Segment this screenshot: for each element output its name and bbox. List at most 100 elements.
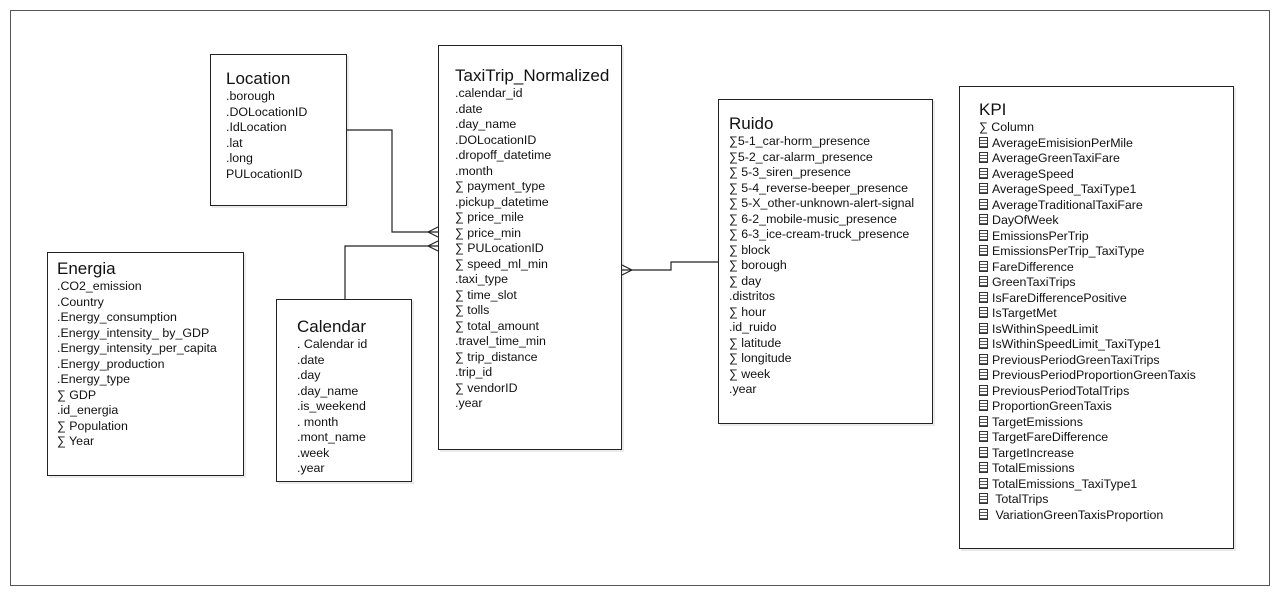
field-item[interactable]: TotalEmissions_TaxiType1 — [979, 477, 1233, 493]
field-item[interactable]: TargetIncrease — [979, 446, 1233, 462]
field-item[interactable]: .date — [455, 102, 621, 118]
field-item[interactable]: AverageGreenTaxiFare — [979, 151, 1233, 167]
field-item[interactable]: ∑ speed_ml_min — [455, 257, 621, 273]
field-item[interactable]: .taxi_type — [455, 272, 621, 288]
field-item[interactable]: ∑ total_amount — [455, 319, 621, 335]
field-item[interactable]: ∑ vendorID — [455, 381, 621, 397]
field-item[interactable]: IsWithinSpeedLimit — [979, 322, 1233, 338]
field-item[interactable]: IsTargetMet — [979, 306, 1233, 322]
field-item[interactable]: ∑ day — [729, 274, 932, 290]
field-item[interactable]: .is_weekend — [297, 399, 411, 415]
field-item[interactable]: .id_energia — [57, 403, 243, 419]
field-item[interactable]: ∑ payment_type — [455, 179, 621, 195]
field-item[interactable]: GreenTaxiTrips — [979, 275, 1233, 291]
field-item[interactable]: .date — [297, 353, 411, 369]
field-item[interactable]: .Energy_consumption — [57, 310, 243, 326]
field-item[interactable]: .Country — [57, 295, 243, 311]
field-item[interactable]: EmissionsPerTrip — [979, 229, 1233, 245]
field-item[interactable]: .DOLocationID — [226, 105, 346, 121]
field-item[interactable]: .Energy_type — [57, 372, 243, 388]
field-item[interactable]: PULocationID — [226, 167, 346, 183]
field-item[interactable]: TargetFareDifference — [979, 430, 1233, 446]
field-item[interactable]: ∑ latitude — [729, 336, 932, 352]
field-item[interactable]: AverageSpeed_TaxiType1 — [979, 182, 1233, 198]
field-item[interactable]: .year — [729, 382, 932, 398]
field-item[interactable]: ∑ 6-3_ice-cream-truck_presence — [729, 227, 932, 243]
field-item[interactable]: ∑ 5-3_siren_presence — [729, 165, 932, 181]
field-label: .trip_id — [455, 365, 493, 379]
field-item[interactable]: ∑ trip_distance — [455, 350, 621, 366]
field-item[interactable]: ∑ 5-4_reverse-beeper_presence — [729, 181, 932, 197]
field-item[interactable]: DayOfWeek — [979, 213, 1233, 229]
field-item[interactable]: .long — [226, 151, 346, 167]
entity-taxitrip-normalized[interactable]: TaxiTrip_Normalized .calendar_id.date.da… — [438, 45, 622, 450]
field-item[interactable]: ∑ block — [729, 243, 932, 259]
field-item[interactable]: PreviousPeriodProportionGreenTaxis — [979, 368, 1233, 384]
field-item[interactable]: EmissionsPerTrip_TaxiType — [979, 244, 1233, 260]
field-item[interactable]: ProportionGreenTaxis — [979, 399, 1233, 415]
entity-ruido[interactable]: Ruido ∑5-1_car-horm_presence∑5-2_car-ala… — [718, 99, 933, 424]
field-item[interactable]: ∑ price_mile — [455, 210, 621, 226]
field-item[interactable]: ∑ hour — [729, 305, 932, 321]
field-item[interactable]: ∑ GDP — [57, 388, 243, 404]
field-item[interactable]: ∑ longitude — [729, 351, 932, 367]
field-item[interactable]: PreviousPeriodTotalTrips — [979, 384, 1233, 400]
field-item[interactable]: .day — [297, 368, 411, 384]
field-item[interactable]: IsFareDifferencePositive — [979, 291, 1233, 307]
field-item[interactable]: ∑5-2_car-alarm_presence — [729, 150, 932, 166]
field-item[interactable]: AverageTraditionalTaxiFare — [979, 198, 1233, 214]
field-item[interactable]: .borough — [226, 89, 346, 105]
field-item[interactable]: ∑ time_slot — [455, 288, 621, 304]
field-item[interactable]: .year — [297, 461, 411, 477]
field-item[interactable]: .Energy_intensity_per_capita — [57, 341, 243, 357]
field-item[interactable]: .pickup_datetime — [455, 195, 621, 211]
field-item[interactable]: .day_name — [455, 117, 621, 133]
field-item[interactable]: .calendar_id — [455, 86, 621, 102]
field-item[interactable]: ∑ 5-X_other-unknown-alert-signal — [729, 196, 932, 212]
field-item[interactable]: TotalEmissions — [979, 461, 1233, 477]
field-item[interactable]: VariationGreenTaxisProportion — [979, 508, 1233, 524]
field-item[interactable]: .Energy_intensity_ by_GDP — [57, 326, 243, 342]
field-item[interactable]: ∑ 6-2_mobile-music_presence — [729, 212, 932, 228]
field-item[interactable]: PreviousPeriodGreenTaxiTrips — [979, 353, 1233, 369]
field-item[interactable]: .dropoff_datetime — [455, 148, 621, 164]
field-label: ProportionGreenTaxis — [992, 399, 1112, 413]
field-item[interactable]: ∑ tolls — [455, 303, 621, 319]
field-item[interactable]: TotalTrips — [979, 492, 1233, 508]
field-item[interactable]: .month — [455, 164, 621, 180]
field-item[interactable]: ∑ borough — [729, 258, 932, 274]
field-item[interactable]: ∑5-1_car-horm_presence — [729, 134, 932, 150]
field-item[interactable]: .week — [297, 446, 411, 462]
field-item[interactable]: ∑ Population — [57, 419, 243, 435]
entity-energia[interactable]: Energia .CO2_emission.Country.Energy_con… — [47, 252, 244, 476]
field-item[interactable]: .day_name — [297, 384, 411, 400]
field-item[interactable]: .CO2_emission — [57, 279, 243, 295]
field-item[interactable]: AverageSpeed — [979, 167, 1233, 183]
field-item[interactable]: TargetEmissions — [979, 415, 1233, 431]
field-item[interactable]: ∑ Year — [57, 434, 243, 450]
field-item[interactable]: AverageEmisisionPerMile — [979, 136, 1233, 152]
field-item[interactable]: .lat — [226, 136, 346, 152]
field-item[interactable]: FareDifference — [979, 260, 1233, 276]
field-item[interactable]: IsWithinSpeedLimit_TaxiType1 — [979, 337, 1233, 353]
field-item[interactable]: .trip_id — [455, 365, 621, 381]
field-item[interactable]: . Calendar id — [297, 337, 411, 353]
field-label: ∑ 6-3_ice-cream-truck_presence — [729, 227, 910, 241]
entity-calendar[interactable]: Calendar . Calendar id.date.day.day_name… — [276, 299, 412, 482]
field-item[interactable]: .IdLocation — [226, 120, 346, 136]
field-item[interactable]: . month — [297, 415, 411, 431]
field-item[interactable]: ∑ PULocationID — [455, 241, 621, 257]
field-item[interactable]: .id_ruido — [729, 320, 932, 336]
field-item[interactable]: ∑ week — [729, 367, 932, 383]
field-item[interactable]: .mont_name — [297, 430, 411, 446]
field-item[interactable]: ∑ price_min — [455, 226, 621, 242]
entity-location[interactable]: Location .borough.DOLocationID.IdLocatio… — [210, 54, 347, 206]
field-item[interactable]: .year — [455, 396, 621, 412]
calculator-icon — [979, 276, 988, 287]
field-item[interactable]: .travel_time_min — [455, 334, 621, 350]
field-item[interactable]: .Energy_production — [57, 357, 243, 373]
field-item[interactable]: .distritos — [729, 289, 932, 305]
field-item[interactable]: .DOLocationID — [455, 133, 621, 149]
field-item[interactable]: ∑ Column — [979, 120, 1233, 136]
